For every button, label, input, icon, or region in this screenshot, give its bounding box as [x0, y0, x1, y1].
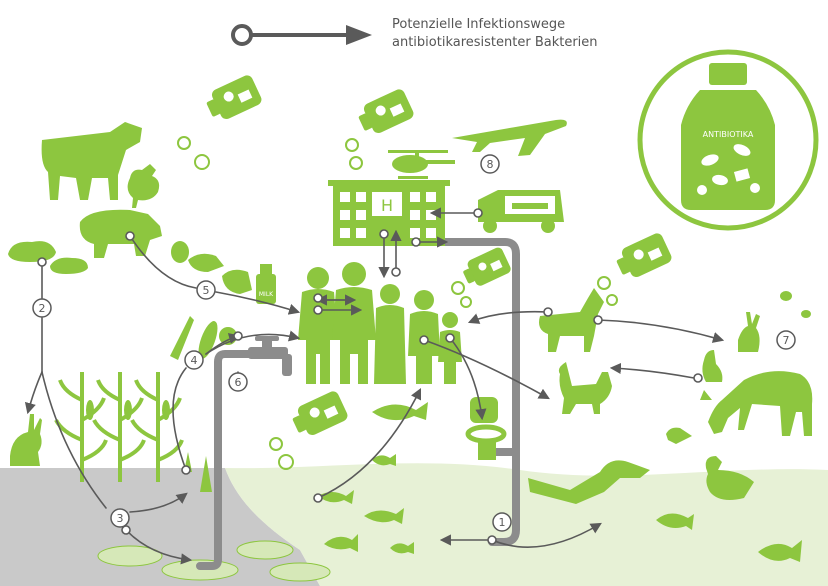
pig-icon	[79, 209, 162, 258]
svg-text:6: 6	[235, 376, 242, 389]
puddles	[97, 540, 331, 582]
duck-icon	[705, 456, 754, 500]
airplane-icon	[452, 119, 567, 156]
route-marker-3: 3	[110, 508, 130, 528]
route-marker-5: 5	[196, 280, 216, 300]
route-marker-8: 8	[480, 154, 500, 174]
bird-icon	[666, 427, 692, 444]
route-marker-7: 7	[776, 330, 796, 350]
meat-food-icons: MILK	[171, 241, 276, 304]
insect-icons	[780, 291, 811, 318]
hospital-building: H	[328, 180, 450, 246]
ambulance-icon	[478, 190, 564, 233]
vegetables-icon	[170, 316, 237, 492]
chicken-icon	[127, 164, 160, 208]
route-arrows	[24, 207, 725, 565]
water-area	[225, 463, 828, 586]
dog-icon	[539, 288, 604, 352]
manure-icons	[8, 241, 88, 274]
legend-line-1: Potenzielle Infektionswege	[392, 17, 566, 32]
milk-label: MILK	[259, 291, 274, 298]
people-group-icon	[298, 262, 462, 384]
svg-text:1: 1	[499, 516, 506, 529]
route-connector-rings	[37, 208, 703, 545]
water-pipe	[196, 350, 266, 570]
pill-bottle-icons	[206, 75, 672, 436]
svg-text:3: 3	[117, 512, 124, 525]
pill-icons	[177, 136, 618, 470]
svg-text:5: 5	[203, 284, 210, 297]
route-marker-6: 6	[228, 372, 248, 392]
svg-text:7: 7	[783, 334, 790, 347]
legend-line-2: antibiotikaresistenter Bakterien	[392, 35, 598, 50]
svg-text:2: 2	[39, 302, 46, 315]
swimming-child-icon	[528, 460, 650, 504]
route-marker-1: 1	[492, 512, 512, 532]
hospital-label: H	[381, 196, 393, 215]
route-marker-4: 4	[184, 350, 204, 370]
rabbit-icon-right	[738, 312, 760, 352]
squirrel-icon	[702, 350, 723, 382]
deer-icon	[694, 371, 813, 436]
water-tap-icon	[248, 336, 292, 376]
svg-text:4: 4	[191, 354, 198, 367]
arrow-path-icon	[231, 24, 372, 46]
rabbit-icon-left	[10, 414, 42, 466]
cow-icon	[41, 122, 142, 200]
legend-text: Potenzielle Infektionswege antibiotikare…	[392, 16, 598, 52]
antibiotics-bottle-icon: ANTIBIOTIKA	[637, 49, 819, 231]
helicopter-icon	[388, 150, 455, 179]
corn-plants-icon	[54, 372, 184, 482]
sewage-pipe	[421, 238, 520, 546]
route-marker-2: 2	[32, 298, 52, 318]
soil-area	[0, 468, 320, 586]
svg-text:8: 8	[487, 158, 494, 171]
antibiotics-label: ANTIBIOTIKA	[703, 130, 754, 139]
route-markers: 1 2 3 4 5 6 7 8	[32, 154, 796, 532]
cat-icon	[558, 362, 612, 414]
